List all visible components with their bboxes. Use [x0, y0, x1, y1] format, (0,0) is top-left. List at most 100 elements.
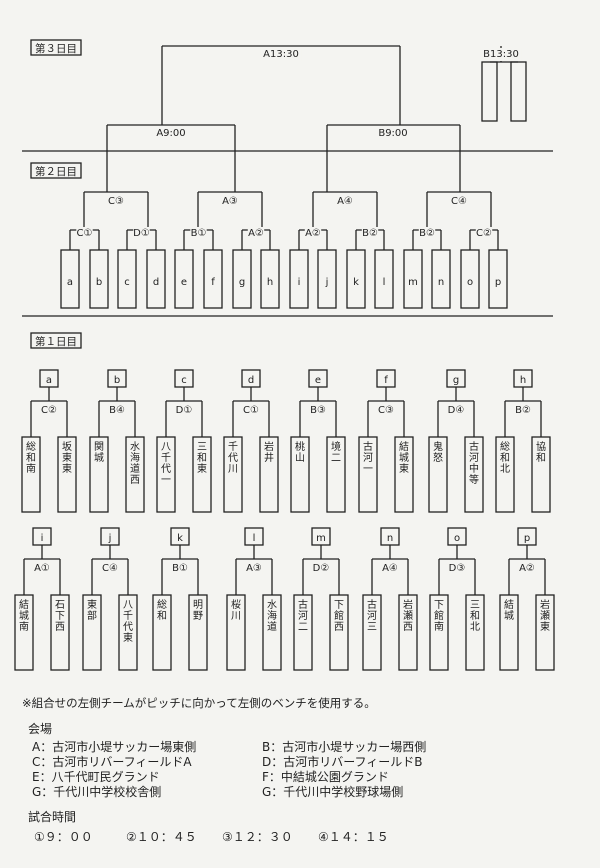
extra-label: B13:30	[483, 49, 519, 60]
slot-box	[317, 249, 337, 309]
slot-label: d	[153, 277, 159, 288]
slot-box	[374, 249, 394, 309]
team-box	[125, 436, 145, 513]
match-label: B②	[515, 405, 531, 416]
match-label: B①	[172, 563, 188, 574]
r16-label: C②	[476, 228, 492, 239]
semi-left-label: A9:00	[156, 128, 185, 139]
team-box	[50, 594, 70, 671]
day3-label-box	[30, 39, 82, 56]
slot-box	[403, 249, 423, 309]
team-box	[428, 436, 448, 513]
label-bg	[175, 404, 193, 417]
team-box	[262, 594, 282, 671]
match-id: a	[46, 375, 52, 386]
team-right: 下館西	[334, 600, 344, 633]
team-left: 下館南	[434, 600, 444, 633]
team-box	[89, 436, 109, 513]
slot-box	[289, 249, 309, 309]
slot-box	[260, 249, 280, 309]
day2-label: 第２日目	[35, 165, 77, 178]
team-right: 坂東東	[62, 441, 72, 475]
slot-box	[117, 249, 137, 309]
label-bg	[108, 404, 126, 417]
team-right: 古河中等	[469, 440, 479, 486]
label-bg	[447, 404, 465, 417]
day2-label-box	[30, 162, 82, 179]
team-box	[57, 436, 77, 513]
slot-box	[174, 249, 194, 309]
label-bg	[361, 227, 379, 240]
label-bg	[33, 562, 51, 575]
team-left: 関城	[94, 441, 104, 464]
extra-box-right	[510, 61, 527, 122]
team-right: 八千代東	[123, 600, 133, 644]
label-bg	[260, 48, 302, 61]
r16-label: D①	[133, 228, 150, 239]
r16-label: B①	[191, 228, 207, 239]
slot-label: c	[124, 277, 130, 288]
team-box	[259, 436, 279, 513]
team-right: 三和北	[470, 600, 480, 633]
label-bg	[190, 227, 207, 240]
match-label: A④	[382, 563, 398, 574]
label-bg	[221, 195, 239, 208]
team-left: 結城	[504, 598, 514, 622]
match-id: b	[114, 375, 120, 386]
team-right: 結城東	[399, 440, 409, 475]
match-id: m	[316, 533, 326, 544]
label-bg	[475, 227, 493, 240]
label-bg	[450, 195, 468, 208]
slot-label: b	[96, 277, 102, 288]
team-box	[531, 436, 551, 513]
slot-label: l	[383, 277, 386, 288]
team-box	[192, 436, 212, 513]
match-label: A②	[519, 563, 535, 574]
match-id: i	[41, 533, 44, 544]
slot-box	[60, 249, 80, 309]
label-bg	[247, 227, 265, 240]
team-box	[293, 594, 313, 671]
team-right: 水海道西	[130, 441, 140, 486]
day1-label-box	[30, 332, 82, 349]
final-label: A13:30	[263, 49, 299, 60]
semi-right-label: B9:00	[378, 128, 407, 139]
slot-label: n	[438, 277, 444, 288]
r16-label: C①	[77, 228, 93, 239]
day3-label: 第３日目	[35, 42, 77, 55]
label-bg	[101, 562, 119, 575]
team-left: 古河三	[367, 598, 377, 633]
slot-label: e	[181, 277, 187, 288]
match-id: o	[454, 533, 460, 544]
quarter-label: C③	[108, 196, 124, 207]
team-box	[329, 594, 349, 671]
team-box	[226, 594, 246, 671]
team-box	[188, 594, 208, 671]
slot-label: p	[495, 277, 501, 288]
match-id: p	[524, 533, 530, 544]
label-bg	[76, 227, 93, 240]
slot-box	[203, 249, 223, 309]
day1-label: 第１日目	[35, 335, 77, 348]
match-id: k	[177, 533, 183, 544]
team-box	[21, 436, 41, 513]
match-label: D①	[176, 405, 193, 416]
slot-label: j	[325, 277, 329, 288]
match-label: D④	[448, 405, 465, 416]
slot-box	[431, 249, 451, 309]
team-box	[326, 436, 346, 513]
team-box	[358, 436, 378, 513]
r16-label: A②	[305, 228, 321, 239]
match-label: C③	[378, 405, 394, 416]
match-label: D②	[313, 563, 330, 574]
match-id: d	[248, 375, 254, 386]
team-box	[394, 436, 414, 513]
slot-box	[346, 249, 366, 309]
team-right: 明野	[193, 599, 203, 622]
slot-label: a	[67, 277, 73, 288]
match-id: c	[181, 375, 187, 386]
team-box	[429, 594, 449, 671]
label-bg	[518, 562, 536, 575]
slot-box	[232, 249, 252, 309]
